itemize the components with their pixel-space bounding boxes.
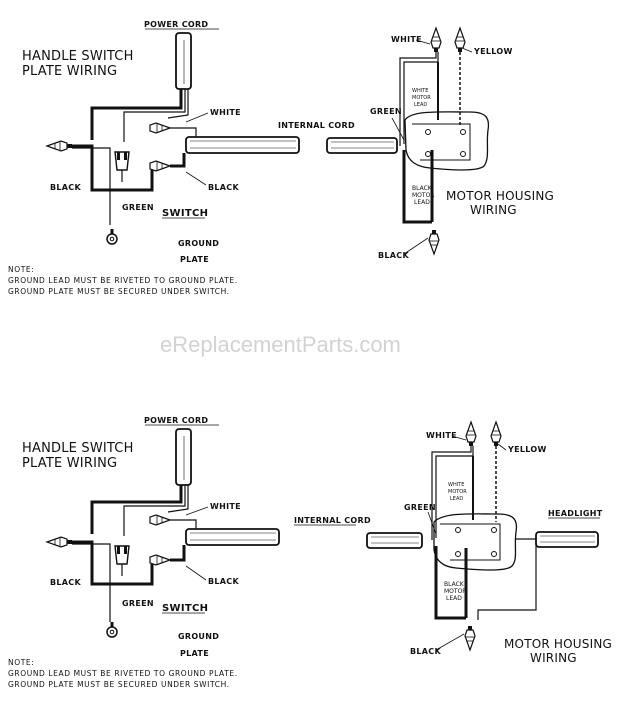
top-handle-title-line1: HANDLE SWITCH xyxy=(22,49,134,64)
bottom-motor-green-label: GREEN xyxy=(404,503,436,512)
top-switch-body xyxy=(114,151,130,183)
bottom-power-cord-label: POWER CORD xyxy=(144,416,208,425)
bottom-white-motor-lead-l2: MOTOR xyxy=(448,489,467,495)
bottom-ground-eyelet xyxy=(106,621,118,638)
bottom-note-line1: GROUND LEAD MUST BE RIVETED TO GROUND PL… xyxy=(8,669,238,678)
top-note-line1: GROUND LEAD MUST BE RIVETED TO GROUND PL… xyxy=(8,276,238,285)
headlight-cord xyxy=(535,531,599,548)
top-internal-cord-label: INTERNAL CORD xyxy=(278,121,355,130)
bottom-housing-outline xyxy=(433,513,518,571)
bottom-wiring-diagram: HANDLE SWITCH PLATE WIRING POWER CORD BL… xyxy=(8,416,612,689)
top-housing-outline xyxy=(404,111,490,171)
top-white-wire-nut xyxy=(149,122,171,134)
top-ground-eyelet xyxy=(106,228,118,245)
bottom-white-wire-nut xyxy=(149,514,171,526)
headlight-label: HEADLIGHT xyxy=(548,509,603,518)
top-black-left-label: BLACK xyxy=(50,183,81,192)
top-black-switch-nut xyxy=(149,160,171,172)
top-wiring-diagram: HANDLE SWITCH PLATE WIRING POWER CORD BL… xyxy=(8,20,554,296)
bottom-motor-housing-title-l1: MOTOR HOUSING xyxy=(504,637,612,651)
top-power-cord-label: POWER CORD xyxy=(144,20,208,29)
bottom-white-motor-lead-l1: WHITE xyxy=(448,482,464,488)
top-internal-cord-left xyxy=(185,136,300,154)
top-black-motor-lead-l2: MOTOR xyxy=(412,192,434,199)
bottom-white-motor-lead-l3: LEAD xyxy=(450,496,463,502)
top-black-motor-nut xyxy=(428,229,440,255)
top-note-line2: GROUND PLATE MUST BE SECURED UNDER SWITC… xyxy=(8,287,230,296)
bottom-handle-title-line1: HANDLE SWITCH xyxy=(22,441,134,456)
bottom-internal-cord-left xyxy=(185,528,280,546)
watermark-text: eReplacementParts.com xyxy=(160,332,401,357)
top-internal-cord-right xyxy=(326,137,398,154)
bottom-handle-switch-plate: HANDLE SWITCH PLATE WIRING POWER CORD BL… xyxy=(8,416,280,689)
bottom-black-motor-lead-l1: BLACK xyxy=(444,581,465,588)
top-black-wire xyxy=(90,89,183,140)
top-motor-yellow-label: YELLOW xyxy=(473,47,513,56)
bottom-switch-body xyxy=(114,545,130,577)
bottom-motor-yellow-label: YELLOW xyxy=(507,445,547,454)
top-handle-switch-plate: HANDLE SWITCH PLATE WIRING POWER CORD BL… xyxy=(8,20,300,296)
top-green-label: GREEN xyxy=(122,203,154,212)
bottom-power-cord xyxy=(175,428,192,486)
top-left-wire-nut xyxy=(46,140,73,152)
top-power-cord xyxy=(175,32,192,90)
top-black-motor-lead-l1: BLACK xyxy=(412,185,433,192)
bottom-plate-label: PLATE xyxy=(180,649,209,658)
bottom-motor-housing-title-l2: WIRING xyxy=(530,651,577,665)
bottom-ground-label: GROUND xyxy=(178,632,219,641)
bottom-white-motor-nut xyxy=(465,421,477,447)
top-handle-title-line2: PLATE WIRING xyxy=(22,64,117,79)
bottom-note-line2: GROUND PLATE MUST BE SECURED UNDER SWITC… xyxy=(8,680,230,689)
top-white-motor-lead-l2: MOTOR xyxy=(412,95,431,101)
top-white-motor-nut xyxy=(430,27,442,53)
bottom-black-left-label: BLACK xyxy=(50,578,81,587)
top-ground-label: GROUND xyxy=(178,239,219,248)
top-white-motor-lead-l1: WHITE xyxy=(412,88,428,94)
top-black-motor-lead-l3: LEAD xyxy=(414,199,430,206)
top-note-title: NOTE: xyxy=(8,265,34,274)
bottom-internal-cord-right xyxy=(366,532,423,549)
bottom-green-label: GREEN xyxy=(122,599,154,608)
top-motor-green-label: GREEN xyxy=(370,107,402,116)
bottom-black-motor-nut xyxy=(464,625,476,651)
bottom-motor-black-label: BLACK xyxy=(410,647,441,656)
top-white-label: WHITE xyxy=(210,108,241,117)
top-motor-black-label: BLACK xyxy=(378,251,409,260)
top-motor-housing: WHITE YELLOW WHITE MOTOR LEAD GREEN BLAC… xyxy=(326,27,554,260)
bottom-black-switch-label: BLACK xyxy=(208,577,239,586)
top-motor-white-label: WHITE xyxy=(391,35,422,44)
bottom-handle-title-line2: PLATE WIRING xyxy=(22,456,117,471)
bottom-black-switch-nut xyxy=(149,554,171,566)
bottom-white-label: WHITE xyxy=(210,502,241,511)
bottom-internal-cord-label: INTERNAL CORD xyxy=(294,516,371,525)
bottom-black-motor-lead-l2: MOTOR xyxy=(444,588,466,595)
bottom-note-title: NOTE: xyxy=(8,658,34,667)
bottom-motor-white-label: WHITE xyxy=(426,431,457,440)
top-motor-housing-title-l2: WIRING xyxy=(470,203,517,217)
bottom-motor-housing: HEADLIGHT WHITE YELLOW WHITE MOTOR LEAD … xyxy=(366,421,612,665)
bottom-black-motor-lead-l3: LEAD xyxy=(446,595,462,602)
bottom-yellow-motor-nut xyxy=(490,421,502,447)
top-plate-label: PLATE xyxy=(180,255,209,264)
bottom-switch-label: SWITCH xyxy=(162,603,208,614)
bottom-left-wire-nut xyxy=(46,536,73,548)
top-white-motor-lead-l3: LEAD xyxy=(414,102,427,108)
top-motor-housing-title-l1: MOTOR HOUSING xyxy=(446,189,554,203)
top-switch-label: SWITCH xyxy=(162,208,208,219)
top-black-switch-label: BLACK xyxy=(208,183,239,192)
